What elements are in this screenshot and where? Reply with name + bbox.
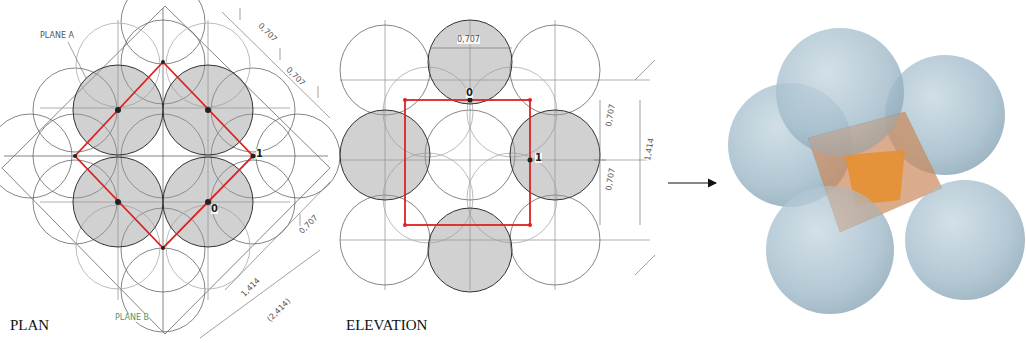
dimension-label: 0,707 [284, 66, 306, 88]
sphere-render [728, 28, 1025, 314]
point-number: 1 [256, 149, 263, 159]
arrow [668, 182, 716, 183]
plan-dimensions [68, 8, 330, 338]
red-rect [405, 100, 530, 225]
dimension-label: 0,707 [457, 36, 480, 44]
dimension-label: 1,414 [644, 137, 656, 161]
view-title: ELEVATION [346, 318, 427, 333]
red-corners [403, 98, 532, 227]
dimension-label: PLANE B [115, 314, 149, 322]
plan-sketch [0, 0, 340, 334]
point-number: 0 [466, 88, 473, 98]
dimension-label: 0,707 [605, 167, 617, 191]
dimension-label: 0,707 [256, 22, 278, 44]
dimension-label: 0,707 [298, 214, 320, 236]
elevation-shaded [340, 20, 600, 292]
dimension-label: PLANE A [40, 32, 74, 40]
point-number: 1 [535, 153, 542, 163]
shaded-spheres [73, 65, 253, 247]
elevation-dimensions [430, 48, 655, 275]
red-square [75, 62, 253, 248]
point-number: 0 [211, 204, 218, 214]
view-title: PLAN [10, 318, 49, 333]
points [73, 60, 256, 250]
dimension-label: (2,414) [266, 297, 292, 323]
dimension-label: 0,707 [605, 103, 617, 127]
